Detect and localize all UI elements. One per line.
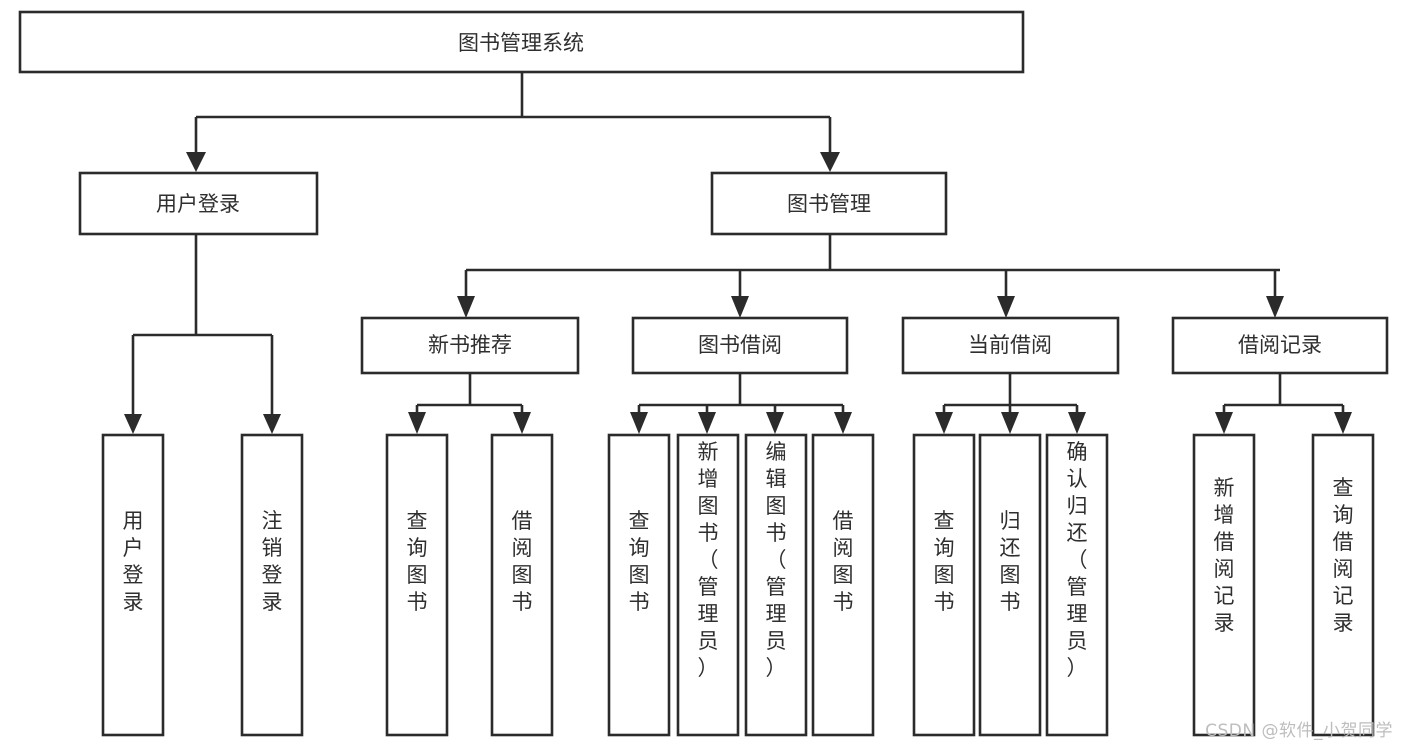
connector-group-borrow-record xyxy=(1215,373,1352,434)
node-current-borrow-box[interactable] xyxy=(901,316,1120,375)
node-leaf-add-record-box[interactable] xyxy=(1192,433,1256,737)
arrow-head-book-borrow xyxy=(731,296,749,318)
node-leaf-add-record[interactable]: 新增借阅记录 xyxy=(1192,433,1256,737)
connector-group-book-borrow xyxy=(630,373,852,434)
node-leaf-edit-book[interactable]: 编辑图书（管理员） xyxy=(744,433,808,737)
node-leaf-query-book-3-label: 查询图书 xyxy=(934,509,955,614)
node-leaf-user-login-label: 用户登录 xyxy=(123,509,144,614)
arrow-head-leaf-edit-book xyxy=(766,412,784,434)
node-book-borrow[interactable]: 图书借阅 xyxy=(631,316,849,375)
node-leaf-confirm-return-label: 确认归还（管理员） xyxy=(1067,440,1088,680)
arrow-head-leaf-borrow-book-1 xyxy=(513,412,531,434)
node-leaf-borrow-book-1-label: 借阅图书 xyxy=(512,509,533,614)
node-leaf-confirm-return[interactable]: 确认归还（管理员） xyxy=(1045,433,1109,737)
node-leaf-add-book-box[interactable] xyxy=(676,433,740,737)
arrow-head-leaf-add-record xyxy=(1215,412,1233,434)
node-leaf-confirm-return-box[interactable] xyxy=(1045,433,1109,737)
node-book-manage-box[interactable] xyxy=(710,171,948,236)
node-leaf-query-book-2-box[interactable] xyxy=(607,433,671,737)
node-leaf-borrow-book-2[interactable]: 借阅图书 xyxy=(811,433,875,737)
node-leaf-query-record-box[interactable] xyxy=(1311,433,1375,737)
node-leaf-query-record-label: 查询借阅记录 xyxy=(1333,476,1354,635)
arrow-head-leaf-return-book xyxy=(1001,412,1019,434)
node-user-login-label: 用户登录 xyxy=(156,192,240,216)
node-book-borrow-label: 图书借阅 xyxy=(698,333,782,357)
node-leaf-query-book-1-label: 查询图书 xyxy=(407,509,428,614)
node-leaf-query-book-3-box[interactable] xyxy=(912,433,976,737)
arrow-head-leaf-query-book-1 xyxy=(408,412,426,434)
arrow-head-leaf-user-logout xyxy=(263,414,281,434)
node-book-borrow-box[interactable] xyxy=(631,316,849,375)
connector-group-book-manage xyxy=(457,234,1284,318)
node-leaf-return-book[interactable]: 归还图书 xyxy=(978,433,1042,737)
arrow-head-leaf-borrow-book-2 xyxy=(834,412,852,434)
node-leaf-query-book-1-box[interactable] xyxy=(385,433,449,737)
connector-group-root xyxy=(186,72,840,172)
node-leaf-query-book-2[interactable]: 查询图书 xyxy=(607,433,671,737)
node-new-book-rec[interactable]: 新书推荐 xyxy=(360,316,580,375)
arrow-head-leaf-user-login xyxy=(124,414,142,434)
node-leaf-user-login-box[interactable] xyxy=(101,433,165,737)
node-current-borrow-label: 当前借阅 xyxy=(968,333,1052,357)
node-root-label: 图书管理系统 xyxy=(458,31,584,55)
node-leaf-borrow-book-2-label: 借阅图书 xyxy=(833,509,854,614)
node-leaf-user-logout-box[interactable] xyxy=(240,433,304,737)
node-new-book-rec-box[interactable] xyxy=(360,316,580,375)
connector-group-current-borrow xyxy=(935,373,1086,434)
node-leaf-query-book-3[interactable]: 查询图书 xyxy=(912,433,976,737)
node-leaf-user-logout-label: 注销登录 xyxy=(262,509,283,614)
node-root[interactable]: 图书管理系统 xyxy=(18,10,1025,74)
arrow-head-leaf-query-book-2 xyxy=(630,412,648,434)
node-leaf-add-book-label: 新增图书（管理员） xyxy=(698,440,719,680)
node-leaf-edit-book-box[interactable] xyxy=(744,433,808,737)
node-leaf-query-book-1[interactable]: 查询图书 xyxy=(385,433,449,737)
arrow-head-leaf-confirm-return xyxy=(1068,412,1086,434)
arrow-head-borrow-record xyxy=(1266,296,1284,318)
node-leaf-query-book-2-label: 查询图书 xyxy=(629,509,650,614)
connector-group-user-login xyxy=(124,234,281,434)
connector-group-new-book-rec xyxy=(408,373,531,434)
node-user-login[interactable]: 用户登录 xyxy=(78,171,319,236)
node-leaf-user-logout[interactable]: 注销登录 xyxy=(240,433,304,737)
arrow-head-new-book-rec xyxy=(457,296,475,318)
node-leaf-return-book-box[interactable] xyxy=(978,433,1042,737)
node-leaf-borrow-book-1-box[interactable] xyxy=(490,433,554,737)
node-leaf-user-login[interactable]: 用户登录 xyxy=(101,433,165,737)
node-user-login-box[interactable] xyxy=(78,171,319,236)
node-leaf-borrow-book-2-box[interactable] xyxy=(811,433,875,737)
arrow-head-user-login xyxy=(186,152,206,172)
node-book-manage[interactable]: 图书管理 xyxy=(710,171,948,236)
node-borrow-record-label: 借阅记录 xyxy=(1238,333,1322,357)
arrow-head-book-manage xyxy=(820,152,840,172)
node-leaf-query-record[interactable]: 查询借阅记录 xyxy=(1311,433,1375,737)
arrow-head-leaf-query-book-3 xyxy=(935,412,953,434)
node-leaf-edit-book-label: 编辑图书（管理员） xyxy=(766,440,787,680)
node-leaf-add-record-label: 新增借阅记录 xyxy=(1214,476,1235,635)
node-root-box[interactable] xyxy=(18,10,1025,74)
node-leaf-borrow-book-1[interactable]: 借阅图书 xyxy=(490,433,554,737)
node-borrow-record[interactable]: 借阅记录 xyxy=(1171,316,1389,375)
node-new-book-rec-label: 新书推荐 xyxy=(428,333,512,357)
node-book-manage-label: 图书管理 xyxy=(787,192,871,216)
arrow-head-current-borrow xyxy=(997,296,1015,318)
arrow-head-leaf-add-book xyxy=(698,412,716,434)
node-current-borrow[interactable]: 当前借阅 xyxy=(901,316,1120,375)
node-leaf-add-book[interactable]: 新增图书（管理员） xyxy=(676,433,740,737)
arrow-head-leaf-query-record xyxy=(1334,412,1352,434)
node-leaf-return-book-label: 归还图书 xyxy=(1000,509,1021,614)
node-borrow-record-box[interactable] xyxy=(1171,316,1389,375)
